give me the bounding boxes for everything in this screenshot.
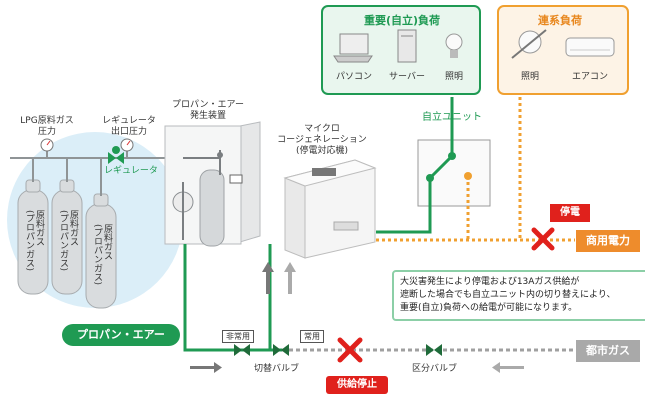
grid-load-title: 連系負荷 bbox=[538, 14, 582, 27]
micro-cogeneration-unit bbox=[283, 159, 377, 259]
gas-cylinder-3 bbox=[85, 193, 117, 309]
emergency-tag: 非常用 bbox=[222, 330, 254, 343]
aircon-label: エアコン bbox=[571, 72, 608, 82]
flow-arrows bbox=[190, 262, 524, 373]
aircon-icon bbox=[565, 37, 615, 57]
grid-power-line bbox=[376, 97, 575, 242]
pc-label: パソコン bbox=[335, 72, 372, 82]
light-bulb-icon bbox=[445, 33, 463, 58]
cylinder-1-label: 原料ガス (プロパンガス) bbox=[24, 210, 44, 272]
propane-air-tag: プロパン・エアー bbox=[62, 324, 180, 346]
section-valve-label: 区分バルブ bbox=[412, 364, 458, 374]
regulator-label: レギュレータ bbox=[104, 166, 158, 176]
pc-icon bbox=[333, 33, 373, 63]
gas-cylinder-2 bbox=[51, 179, 83, 295]
city-gas-tag: 都市ガス bbox=[576, 340, 640, 362]
gauge-needle-1 bbox=[46, 140, 51, 146]
lpg-pipe bbox=[10, 150, 185, 196]
critical-load-title: 重要(自立)負荷 bbox=[364, 14, 441, 27]
gauge-needle-2 bbox=[126, 140, 131, 146]
emergency-valve-shape bbox=[234, 344, 250, 356]
grid-light-label: 照明 bbox=[520, 72, 539, 82]
cylinder-2-label: 原料ガス (プロパンガス) bbox=[58, 210, 78, 272]
self-unit-grid-contact bbox=[464, 172, 472, 180]
switch-valve-label: 切替バルブ bbox=[254, 364, 300, 374]
regulator-pressure-label: レギュレータ 出口圧力 bbox=[102, 116, 156, 137]
micro-cogen-label: マイクロ コージェネレーション (停電対応機) bbox=[277, 124, 367, 156]
propane-air-generator-cabinet bbox=[164, 121, 261, 247]
supply-stop-x-mark bbox=[337, 337, 363, 363]
explanation-note: 大災害発生により停電および13Aガス供給が 遮断した場合でも自立ユニット内の切り… bbox=[392, 270, 645, 321]
grid-power-tag: 商用電力 bbox=[576, 230, 640, 252]
server-icon bbox=[397, 29, 417, 63]
supply-stop-tag: 供給停止 bbox=[326, 376, 388, 394]
self-unit-label: 自立ユニット bbox=[422, 112, 482, 123]
self-unit-switch-top bbox=[448, 152, 456, 160]
propane-air-generator-label: プロパン・エアー 発生装置 bbox=[172, 100, 244, 121]
gas-cylinder-1 bbox=[17, 179, 49, 295]
grid-load-box bbox=[497, 5, 629, 95]
normal-tag: 常用 bbox=[300, 330, 324, 343]
server-label: サーバー bbox=[389, 72, 425, 82]
regulator-valve bbox=[108, 146, 124, 164]
outage-tag: 停電 bbox=[550, 204, 590, 222]
ceiling-light-icon bbox=[511, 29, 547, 59]
critical-light-label: 照明 bbox=[444, 72, 463, 82]
cylinder-3-label: 原料ガス (プロパンガス) bbox=[92, 224, 112, 286]
self-unit-switch-pivot bbox=[426, 174, 434, 182]
lpg-pressure-label: LPG原料ガス 圧力 bbox=[20, 116, 74, 137]
outage-x-mark bbox=[531, 227, 555, 251]
section-valve-shape bbox=[426, 344, 442, 356]
switch-valve-shape bbox=[273, 344, 289, 356]
